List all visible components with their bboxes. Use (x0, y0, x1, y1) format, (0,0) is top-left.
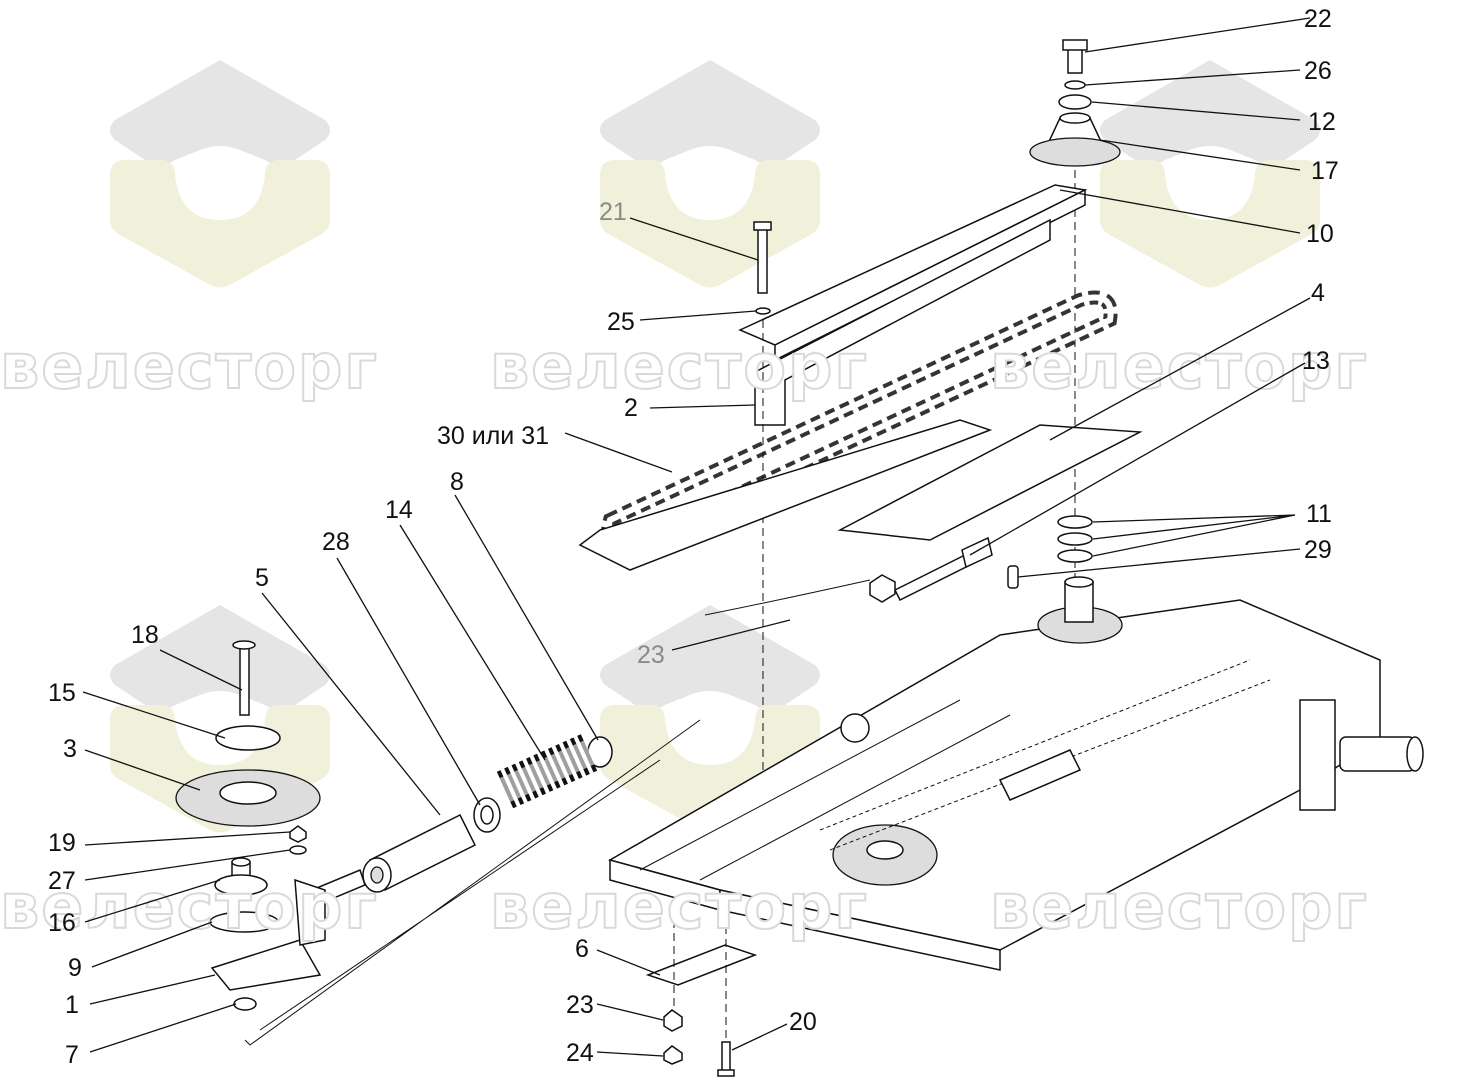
svg-text:велесторг: велесторг (990, 330, 1369, 403)
leader-lines (82, 17, 1311, 1057)
svg-text:велесторг: велесторг (490, 870, 869, 943)
label-27: 27 (48, 867, 76, 895)
label-11: 11 (1306, 500, 1332, 528)
label-22: 22 (1304, 5, 1332, 33)
label-1: 1 (65, 991, 79, 1019)
bolt-13 (704, 536, 993, 616)
label-2: 2 (624, 394, 638, 422)
svg-text:велесторг: велесторг (990, 870, 1369, 943)
label-25: 25 (607, 308, 635, 336)
label-23-upper: 23 (637, 641, 665, 669)
bottom-fasteners (645, 900, 758, 1077)
idler-assembly (175, 640, 326, 1011)
callout-labels: 22 26 12 17 10 4 13 11 29 21 25 2 30 или… (48, 5, 1339, 1069)
drive-chain (578, 290, 1118, 571)
label-28: 28 (322, 528, 350, 556)
washers-11 (1007, 515, 1093, 589)
svg-text:велесторг: велесторг (0, 330, 379, 403)
label-4: 4 (1311, 279, 1325, 307)
label-12: 12 (1308, 108, 1336, 136)
tensioner-assembly (299, 733, 613, 912)
label-29: 29 (1304, 536, 1332, 564)
label-20: 20 (789, 1008, 817, 1036)
label-7: 7 (65, 1041, 79, 1069)
top-sprocket-assembly (1029, 39, 1121, 580)
label-17: 17 (1311, 157, 1339, 185)
watermark-text: велесторг велесторг велесторг велесторг … (0, 329, 1369, 944)
label-26: 26 (1304, 57, 1332, 85)
label-10: 10 (1306, 220, 1334, 248)
main-frame (608, 576, 1424, 971)
plate-4 (837, 424, 1143, 541)
label-18: 18 (131, 621, 159, 649)
label-15: 15 (48, 679, 76, 707)
assembly-line (244, 719, 701, 1046)
label-9: 9 (68, 954, 82, 982)
label-13: 13 (1302, 347, 1330, 375)
label-8: 8 (450, 468, 464, 496)
label-16: 16 (48, 909, 76, 937)
label-24: 24 (566, 1039, 594, 1067)
label-5: 5 (255, 564, 269, 592)
label-14: 14 (385, 496, 413, 524)
label-3: 3 (63, 735, 77, 763)
svg-text:велесторг: велесторг (490, 330, 869, 403)
label-19: 19 (48, 829, 76, 857)
label-21: 21 (599, 198, 627, 226)
label-23-lower: 23 (566, 991, 594, 1019)
label-6: 6 (575, 935, 589, 963)
label-30-31: 30 или 31 (437, 422, 549, 450)
